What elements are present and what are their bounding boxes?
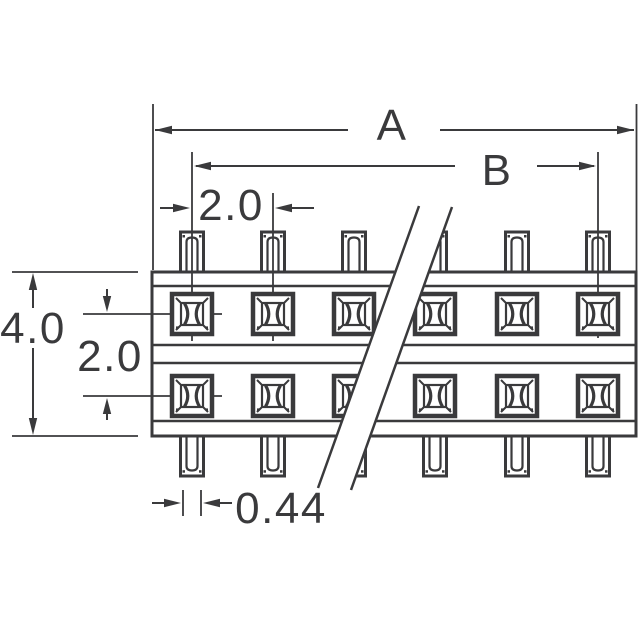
arrowhead-up-icon [102,398,112,414]
dimension-pitch: 2.0 [160,181,314,230]
contact-pad [497,294,537,334]
dim-label-a: A [377,101,408,150]
arrowhead-down-icon [102,296,112,312]
contact-pad [578,376,618,416]
contact-pad [578,294,618,334]
arrowhead-right-icon [579,161,596,171]
pin [504,230,530,274]
dim-label-b: B [482,146,513,195]
section-break [316,205,454,491]
pin [179,434,205,478]
dimension-pin-width: 0.44 [152,484,327,533]
contact-pad [172,376,212,416]
bottom-pin-row [179,434,611,478]
contact-pad [415,376,455,416]
break-line-left [316,205,421,489]
body-edge-lines [152,270,636,438]
witness-ticks [182,490,202,516]
dimension-body-height: 4.0 [0,271,138,437]
arrowhead-left-icon [194,161,211,171]
contact-pad [497,376,537,416]
contact-pad [334,294,374,334]
arrowhead-right-icon [173,203,190,213]
contact-pad [172,294,212,334]
break-line-right [349,206,454,491]
dim-label-pin-width: 0.44 [235,484,327,533]
arrowhead-up-icon [28,273,38,290]
break-band-fill [317,205,453,491]
dimension-b: B [194,146,596,195]
contact-pad [415,294,455,334]
contact-pad [253,294,293,334]
dim-label-pitch: 2.0 [198,181,264,230]
pin [260,434,286,478]
pin [504,434,530,478]
top-pin-row [179,230,611,274]
arrowhead-right-icon [617,125,634,135]
pin [585,434,611,478]
arrowhead-left-icon [275,203,292,213]
pin [422,434,448,478]
arrowhead-down-icon [28,418,38,435]
dimension-row-pitch: 2.0 [77,289,222,420]
dim-label-body-height: 4.0 [0,304,66,353]
pin [341,230,367,274]
arrowhead-left-icon [155,125,172,135]
arrowhead-right-icon [164,498,181,508]
arrowhead-left-icon [203,498,220,508]
dimension-a: A [152,101,638,272]
contact-pad [253,376,293,416]
dim-label-row-pitch: 2.0 [77,332,143,381]
